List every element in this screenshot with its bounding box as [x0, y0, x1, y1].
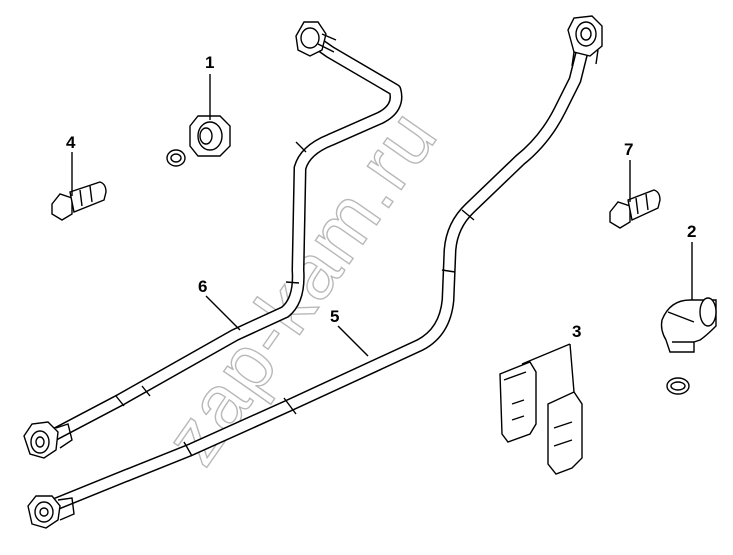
part-4-fitting: [51, 181, 107, 221]
callout-7: 7: [624, 140, 633, 159]
callout-1: 1: [205, 53, 214, 72]
callout-4: 4: [66, 133, 76, 152]
part-3-clamp: [499, 361, 583, 475]
pipe-6-nut-upper: [295, 21, 337, 57]
part-2-elbow-fitting: [660, 297, 717, 395]
callout-6: 6: [198, 277, 207, 296]
pipe-6: [23, 21, 403, 459]
callout-3: 3: [572, 322, 581, 341]
pipe-5-nut-lower: [27, 495, 75, 529]
part-7-fitting: [609, 189, 661, 229]
pipe-6-nut-lower: [23, 421, 73, 459]
pipe-5-nut-upper: [567, 15, 603, 67]
pipe-5: [27, 15, 603, 529]
part-1-union-nut: [166, 115, 231, 167]
leader-lines: [71, 74, 693, 393]
callout-5: 5: [330, 307, 339, 326]
callout-2: 2: [687, 222, 696, 241]
